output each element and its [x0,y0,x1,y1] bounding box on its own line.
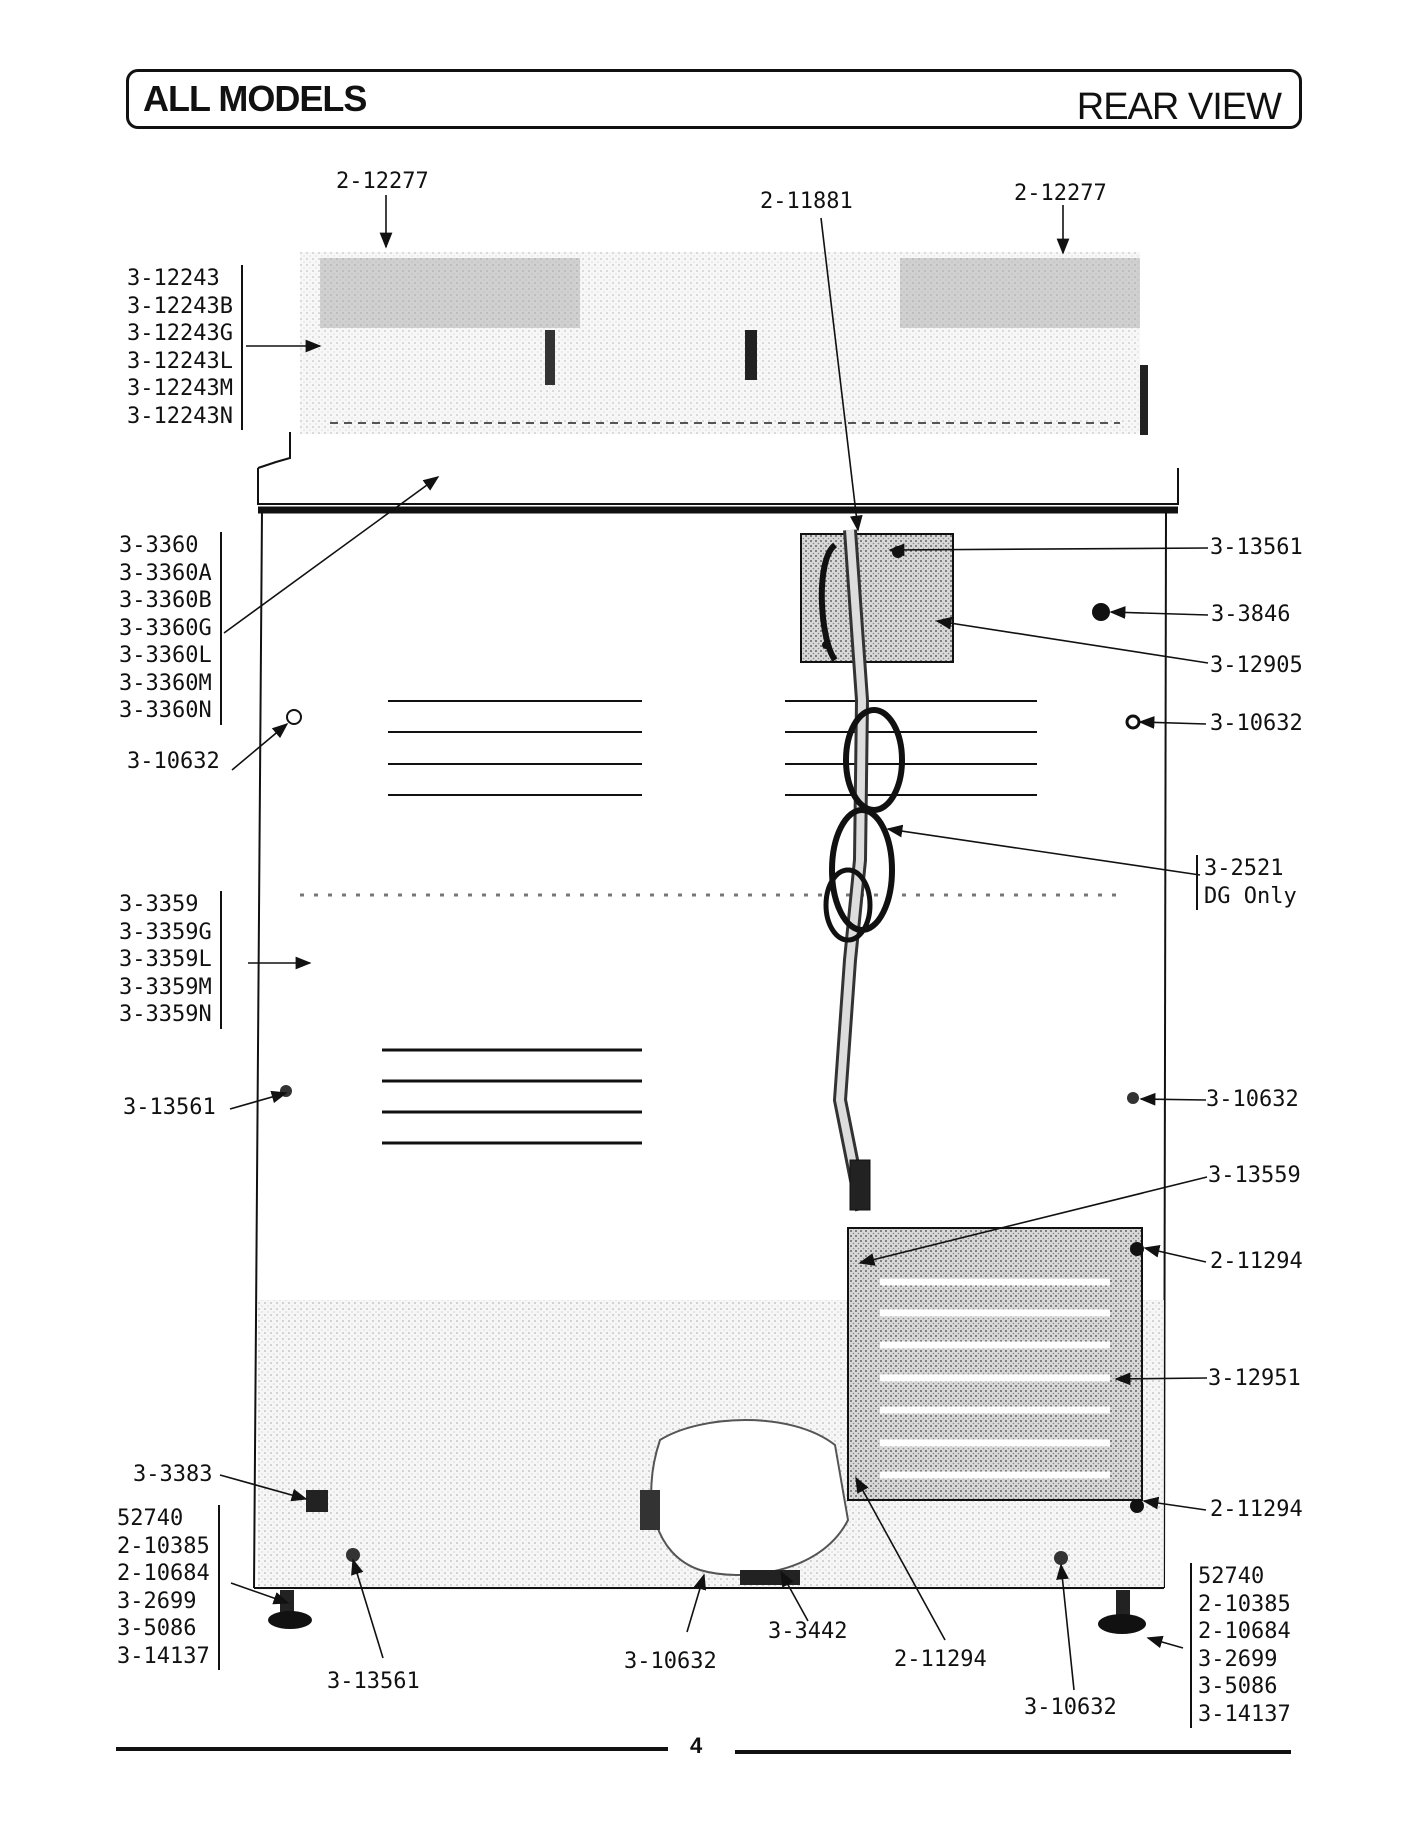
right-upper-louvers [785,700,1037,796]
label-3-10632-bottom-right: 3-10632 [1024,1695,1117,1720]
header-left-title: ALL MODELS [143,78,367,119]
part-group-3-2521: 3-2521 DG Only [1196,855,1297,910]
label-3-13561-right: 3-13561 [1210,535,1303,560]
label-3-13561-left: 3-13561 [123,1095,216,1120]
power-cord [818,529,905,1212]
lid-ledge [257,432,1179,514]
pump-housing [640,1419,850,1585]
vent-guard [847,1227,1144,1513]
part-group-leg-left: 52740 2-10385 2-10684 3-2699 3-5086 3-14… [117,1505,220,1670]
label-3-3442: 3-3442 [768,1619,848,1644]
label-2-12277-right: 2-12277 [1014,181,1107,206]
header-right-title: REAR VIEW [1076,86,1282,128]
label-3-12951: 3-12951 [1208,1366,1301,1391]
part-group-3-3360: 3-3360 3-3360A 3-3360B 3-3360G 3-3360L 3… [119,532,222,725]
top-cover [300,252,1148,435]
label-2-11881: 2-11881 [760,189,853,214]
page-number: 4 [690,1733,703,1758]
left-lower-louvers [382,1048,642,1145]
label-3-3383: 3-3383 [133,1462,213,1487]
label-3-3846: 3-3846 [1211,602,1291,627]
label-2-11294-upper: 2-11294 [1210,1249,1303,1274]
part-group-leg-right: 52740 2-10385 2-10684 3-2699 3-5086 3-14… [1190,1563,1291,1728]
leader-lines [219,195,1209,1691]
small-box [306,1490,328,1512]
label-3-10632-right-upper: 3-10632 [1210,711,1303,736]
header-box: ALL MODELS REAR VIEW [126,69,1302,129]
label-3-10632-bottom: 3-10632 [624,1649,717,1674]
label-2-12277-left: 2-12277 [336,169,429,194]
leveling-legs [268,1590,1146,1634]
label-2-11294-bottom: 2-11294 [894,1647,987,1672]
part-group-3-3359: 3-3359 3-3359G 3-3359L 3-3359M 3-3359N [119,891,222,1029]
label-3-10632-left: 3-10632 [127,749,220,774]
label-3-10632-right-mid: 3-10632 [1206,1087,1299,1112]
part-group-3-12243: 3-12243 3-12243B 3-12243G 3-12243L 3-122… [127,265,243,430]
label-3-13559: 3-13559 [1208,1163,1301,1188]
left-upper-louvers [388,700,642,796]
label-3-13561-bottom: 3-13561 [327,1669,420,1694]
label-2-11294-lower: 2-11294 [1210,1497,1303,1522]
label-3-12905: 3-12905 [1210,653,1303,678]
